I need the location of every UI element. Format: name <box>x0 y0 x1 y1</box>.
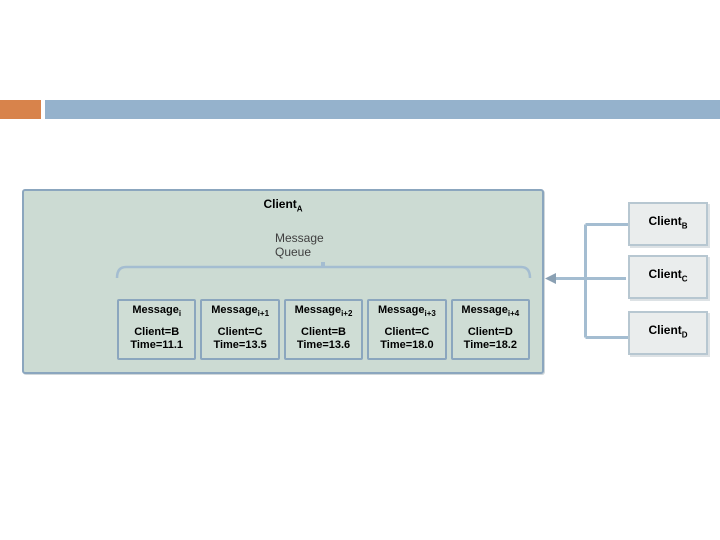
message-client: Client=B <box>134 326 180 338</box>
connector-lines <box>545 223 628 339</box>
message-cell: Messagei+4 Client=D Time=18.2 <box>450 299 531 360</box>
client-b-box: ClientB <box>628 202 708 246</box>
message-time: Time=13.6 <box>296 339 351 351</box>
client-c-box: ClientC <box>628 255 708 299</box>
message-label: Messagei+2 <box>294 304 353 319</box>
message-label: Messagei+4 <box>461 304 520 319</box>
message-cell: Messagei+1 Client=C Time=13.5 <box>200 299 280 360</box>
client-a-title: ClientA <box>263 197 303 214</box>
message-client: Client=C <box>217 326 263 338</box>
message-client: Client=C <box>384 326 430 338</box>
message-label: Messagei <box>132 304 182 319</box>
message-label: Messagei+1 <box>211 304 270 319</box>
message-queue-cells: Messagei Client=B Time=11.1 Messagei+1 C… <box>117 299 531 360</box>
message-cell: Messagei+2 Client=B Time=13.6 <box>283 299 364 360</box>
left-arrow-icon <box>545 273 556 284</box>
message-cell: Messagei+3 Client=C Time=18.0 <box>367 299 447 360</box>
header-title-bar <box>45 100 720 119</box>
message-time: Time=18.2 <box>463 339 517 351</box>
message-client: Client=B <box>301 326 346 338</box>
client-d-box: ClientD <box>628 311 708 355</box>
queue-brace <box>115 262 532 279</box>
message-cell: Messagei Client=B Time=11.1 <box>117 299 197 360</box>
message-time: Time=18.0 <box>380 339 434 351</box>
message-label: Messagei+3 <box>378 304 436 319</box>
message-time: Time=11.1 <box>130 339 184 351</box>
message-time: Time=13.5 <box>213 339 267 351</box>
header-accent-bar <box>0 100 41 119</box>
client-a-subscript: A <box>296 204 303 214</box>
message-client: Client=D <box>467 326 513 338</box>
